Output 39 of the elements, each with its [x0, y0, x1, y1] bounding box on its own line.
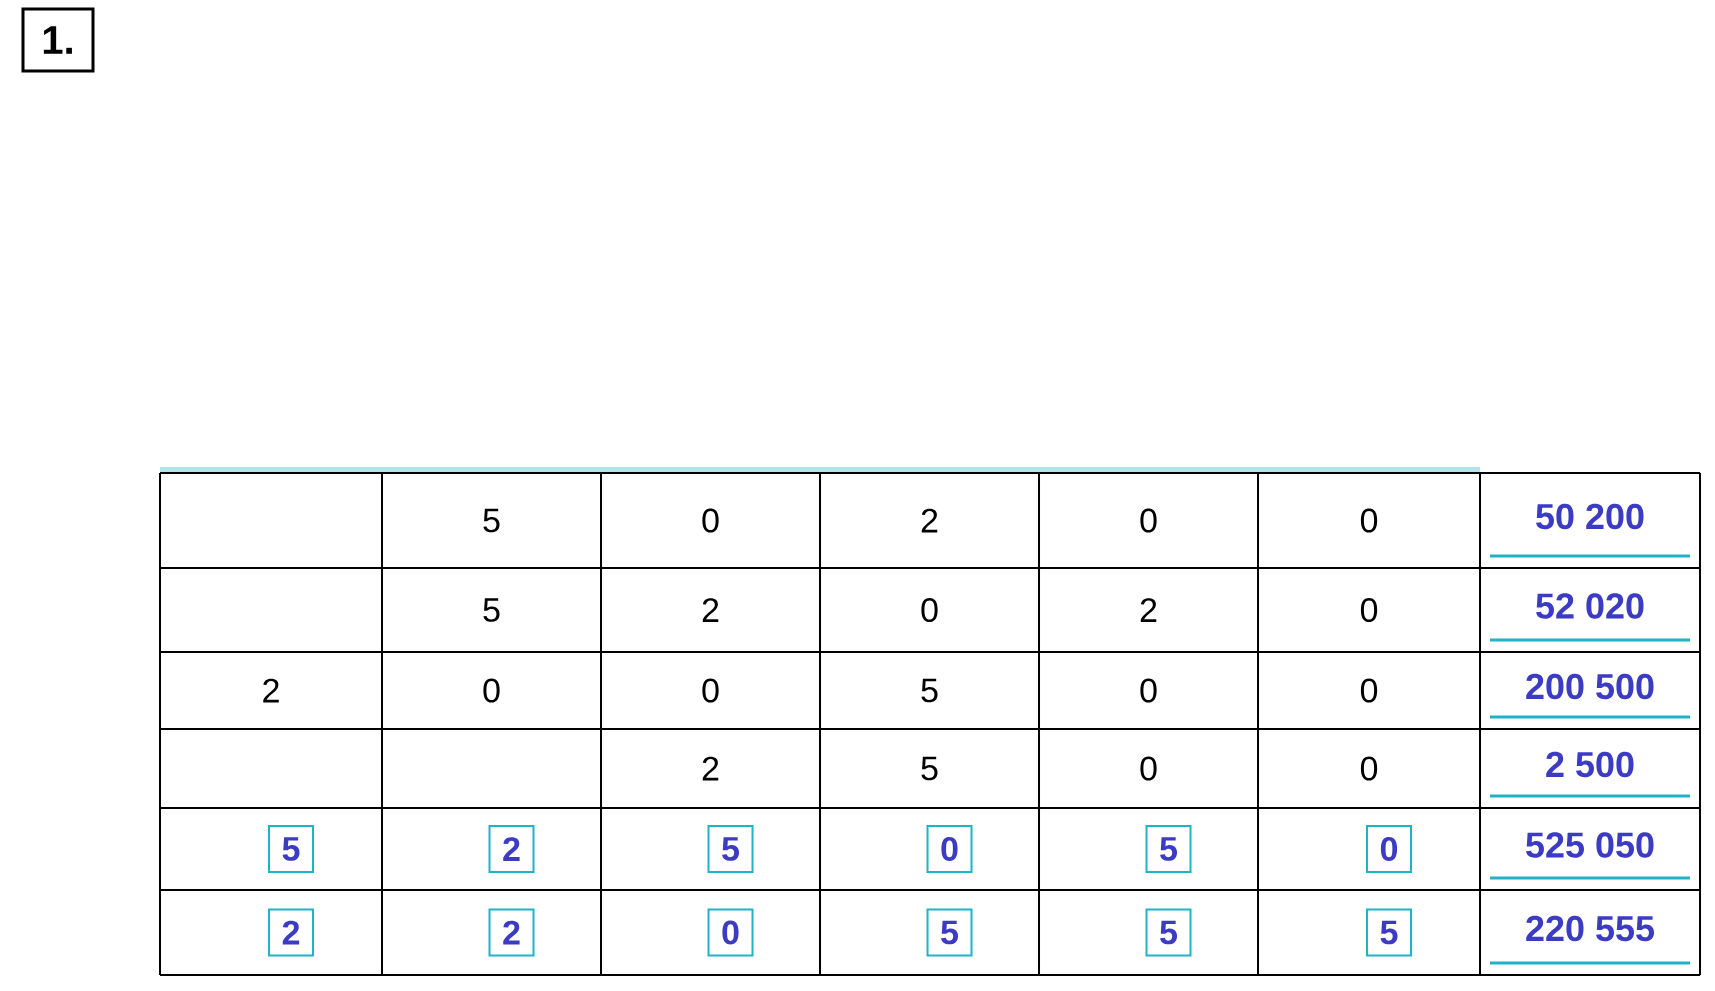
digit: 5: [483, 598, 500, 622]
boxed-digit: 5: [926, 908, 973, 957]
digit: 0: [921, 597, 938, 623]
digit: 0: [1360, 756, 1378, 781]
boxed-digit: 5: [707, 825, 754, 873]
digit: 5: [483, 508, 500, 533]
digit: 0: [1140, 508, 1157, 533]
digit: 2: [702, 756, 719, 781]
answer-number: 52 020: [1490, 593, 1690, 642]
answer-number: 525 050: [1490, 832, 1690, 880]
boxed-digit: 0: [926, 825, 973, 873]
digit: 5: [921, 756, 938, 781]
digit: 0: [1140, 678, 1157, 703]
boxed-digit: 5: [1145, 908, 1192, 957]
boxed-digit: 5: [1145, 825, 1192, 873]
digit: 2: [263, 678, 279, 703]
problem-number: 1.: [21, 7, 95, 73]
boxed-digit: 2: [268, 908, 314, 957]
boxed-digit: 2: [488, 908, 535, 957]
answer-number: 50 200: [1490, 503, 1690, 558]
answer-number: 2 500: [1490, 751, 1690, 798]
digit: 0: [1360, 508, 1378, 533]
answer-number: 220 555: [1490, 915, 1690, 965]
digit: 2: [702, 598, 719, 622]
digit: 0: [1360, 678, 1378, 703]
digit: 0: [702, 508, 719, 533]
digit: 0: [1140, 756, 1157, 781]
boxed-digit: 5: [1366, 908, 1412, 957]
digit: 2: [921, 508, 938, 533]
digit: 5: [921, 678, 938, 703]
boxed-digit: 0: [707, 908, 754, 957]
boxed-digit: 2: [488, 825, 535, 873]
digit: 2: [1140, 598, 1157, 622]
digit: 0: [1360, 597, 1378, 623]
answer-number: 200 500: [1490, 673, 1690, 719]
digit: 0: [483, 678, 500, 703]
boxed-digit: 5: [268, 825, 314, 873]
boxed-digit: 0: [1366, 825, 1412, 873]
digit: 0: [702, 678, 719, 703]
